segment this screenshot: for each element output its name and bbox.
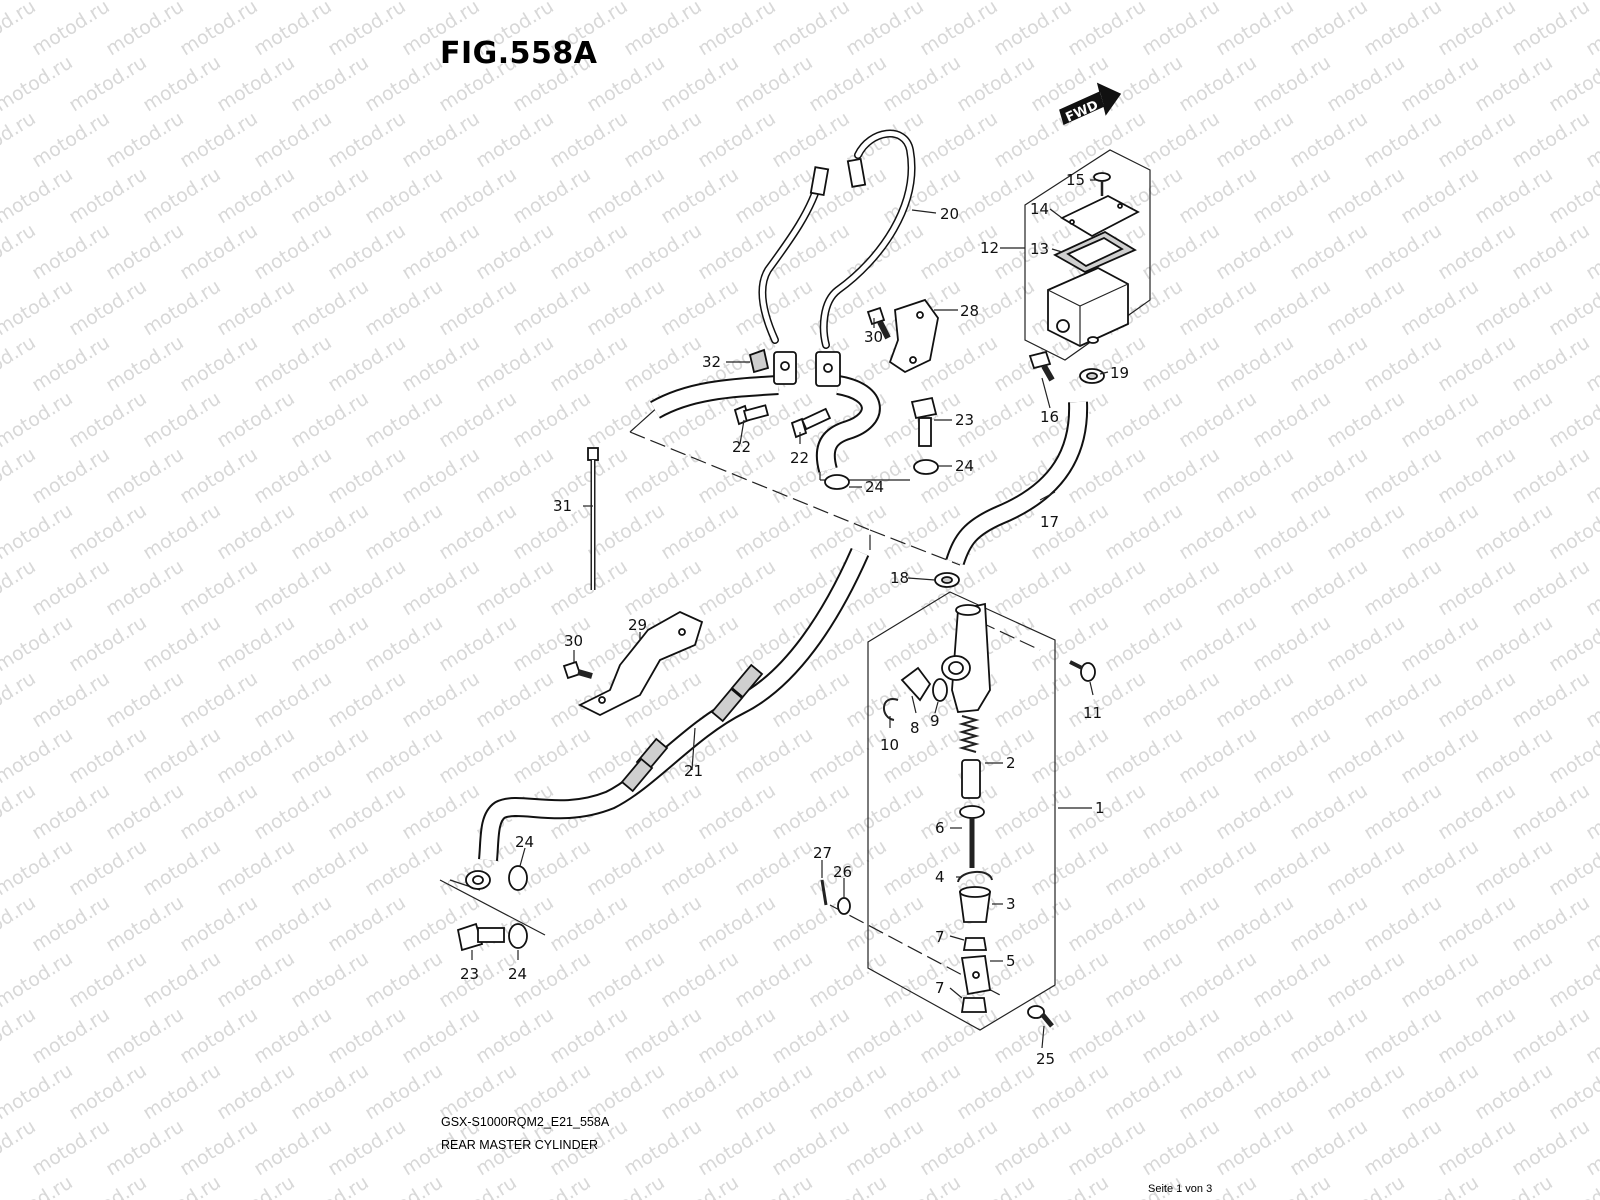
bolt-22-left <box>733 404 770 426</box>
circlip-4 <box>957 871 993 883</box>
callout-2: 2 <box>1006 754 1016 772</box>
callout-17: 17 <box>1040 513 1059 531</box>
callout-22-left: 22 <box>732 438 751 456</box>
callout-labels: 1 2 3 4 5 6 7 7 8 9 10 11 12 13 14 15 16… <box>460 171 1129 1068</box>
callout-25: 25 <box>1036 1050 1055 1068</box>
hose-clamp-18 <box>934 572 960 588</box>
callout-1: 1 <box>1095 799 1105 817</box>
page-indicator: Seite 1 von 3 <box>1148 1183 1213 1195</box>
bolt-30-lower <box>562 660 593 680</box>
callout-24-lower-bottom: 24 <box>508 965 527 983</box>
callout-9: 9 <box>930 712 940 730</box>
banjo-bolt-23-lower <box>456 922 505 952</box>
hose-clamp-19 <box>1079 368 1105 384</box>
hose-guide-32 <box>748 348 770 374</box>
callout-23-lower: 23 <box>460 965 479 983</box>
washer-24-d <box>508 923 528 949</box>
hose-nipple-8 <box>900 666 932 702</box>
nut-7-upper <box>962 937 988 951</box>
brake-hose-21 <box>465 547 870 890</box>
clevis-pin-25 <box>1027 1005 1054 1028</box>
callout-15: 15 <box>1066 171 1085 189</box>
fwd-arrow-icon: FWD <box>1059 82 1122 126</box>
model-code: GSX-S1000RQM2_E21_558A <box>441 1115 610 1129</box>
callout-20: 20 <box>940 205 959 223</box>
brake-hose-joint <box>748 348 841 387</box>
cotter-pin-27 <box>820 879 828 906</box>
banjo-bolt-23-upper <box>910 396 938 447</box>
callout-4: 4 <box>935 868 945 886</box>
screw-11 <box>1069 660 1096 682</box>
callout-16: 16 <box>1040 408 1059 426</box>
callout-27: 27 <box>813 844 832 862</box>
callout-30-lower: 30 <box>564 632 583 650</box>
nut-7-lower <box>960 997 988 1013</box>
callout-32: 32 <box>702 353 721 371</box>
brake-pipe-20 <box>758 129 916 349</box>
reservoir-cap-screw <box>1093 172 1111 196</box>
spring-2 <box>958 715 980 753</box>
callout-30-upper: 30 <box>864 328 883 346</box>
o-ring-9 <box>932 678 948 702</box>
callout-11: 11 <box>1083 704 1102 722</box>
circlip-10 <box>883 698 899 721</box>
callout-28: 28 <box>960 302 979 320</box>
leader-lines <box>471 179 1109 1049</box>
washer-24-c <box>508 865 528 891</box>
callout-7-lower: 7 <box>935 979 945 997</box>
callout-13: 13 <box>1030 240 1049 258</box>
master-cylinder-body <box>951 602 991 713</box>
callout-7-upper: 7 <box>935 928 945 946</box>
bolt-22-right <box>790 407 832 439</box>
callout-29: 29 <box>628 616 647 634</box>
callout-12: 12 <box>980 239 999 257</box>
bolt-16 <box>1028 350 1055 382</box>
washer-24-a <box>913 459 939 475</box>
reservoir-body <box>1047 267 1129 347</box>
callout-31: 31 <box>553 497 572 515</box>
push-rod-6 <box>959 805 985 819</box>
reservoir-hose <box>945 401 1089 566</box>
bolt-30-upper <box>866 306 891 340</box>
bracket-28 <box>888 298 939 374</box>
callout-24-upper-right: 24 <box>955 457 974 475</box>
callout-10: 10 <box>880 736 899 754</box>
callout-3: 3 <box>1006 895 1016 913</box>
figure-title: FIG.558A <box>440 36 598 71</box>
washer-26 <box>837 897 851 915</box>
master-cylinder-group <box>867 591 1096 1031</box>
callout-24-lower-top: 24 <box>515 833 534 851</box>
callout-23-upper: 23 <box>955 411 974 429</box>
piston <box>961 759 981 799</box>
callout-14: 14 <box>1030 200 1049 218</box>
rear-hose-upper <box>650 375 881 473</box>
hose-bracket-29 <box>577 610 704 717</box>
callout-21: 21 <box>684 762 703 780</box>
callout-24-upper-middle: 24 <box>865 478 884 496</box>
reservoir-cap <box>1060 194 1140 238</box>
callout-5: 5 <box>1006 952 1016 970</box>
washer-24-b <box>824 474 850 490</box>
figure-subtitle: REAR MASTER CYLINDER <box>441 1138 598 1152</box>
reservoir-group <box>1024 149 1151 361</box>
callout-8: 8 <box>910 719 920 737</box>
callout-22-right: 22 <box>790 449 809 467</box>
callout-26: 26 <box>833 863 852 881</box>
callout-19: 19 <box>1110 364 1129 382</box>
callout-6: 6 <box>935 819 945 837</box>
cable-tie-31 <box>587 447 599 590</box>
callout-18: 18 <box>890 569 909 587</box>
